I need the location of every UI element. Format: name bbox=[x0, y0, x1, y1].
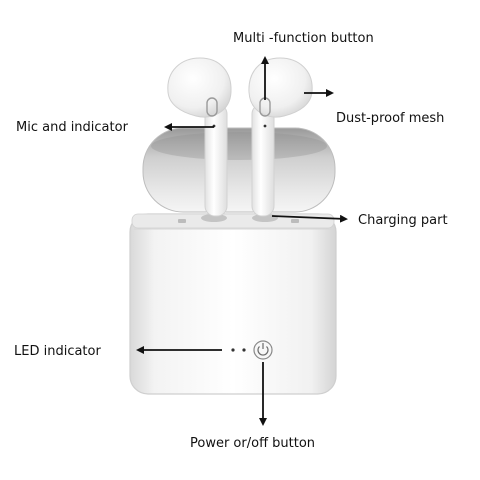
power-button bbox=[253, 340, 273, 360]
charging-case bbox=[129, 213, 337, 395]
label-charging-part: Charging part bbox=[358, 213, 448, 228]
led-dot bbox=[231, 348, 235, 352]
label-multi-function-button: Multi -function button bbox=[233, 31, 374, 46]
charging-contact bbox=[291, 219, 299, 223]
case-lid bbox=[142, 127, 336, 213]
right-mic-hole bbox=[263, 124, 267, 128]
charging-contact bbox=[178, 219, 186, 223]
earbud-socket bbox=[201, 214, 227, 222]
label-power-button: Power or/off button bbox=[190, 436, 315, 451]
power-icon bbox=[257, 346, 269, 356]
label-dust-proof-mesh: Dust-proof mesh bbox=[336, 111, 444, 126]
led-dot bbox=[242, 348, 246, 352]
label-led-indicator: LED indicator bbox=[14, 344, 101, 359]
earbud-socket bbox=[252, 214, 278, 222]
label-mic-and-indicator: Mic and indicator bbox=[16, 120, 129, 135]
left-earbud bbox=[167, 57, 232, 217]
left-touch-button bbox=[206, 97, 218, 117]
charging-part-arrow bbox=[271, 214, 348, 223]
